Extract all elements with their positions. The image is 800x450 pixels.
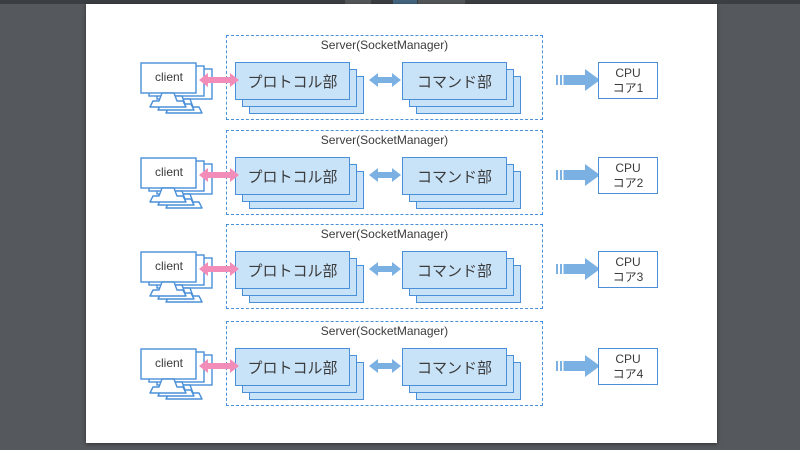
cpu-label-line2: コア3 <box>612 269 644 284</box>
chrome-segment <box>345 0 371 4</box>
command-box: コマンド部 <box>402 62 507 100</box>
cpu-label-line1: CPU <box>615 160 641 175</box>
protocol-stack: プロトコル部 <box>235 157 364 209</box>
cpu-core-box: CPU コア3 <box>598 251 658 288</box>
client-label: client <box>154 165 183 179</box>
server-title: Server(SocketManager) <box>320 133 449 147</box>
pipeline-row-1: Server(SocketManager) プロトコル部 コマンド部 clien… <box>0 35 800 131</box>
pink-double-arrow-icon <box>199 73 239 87</box>
cpu-core-box: CPU コア2 <box>598 157 658 194</box>
cutoff-app-chrome <box>0 0 800 4</box>
protocol-stack: プロトコル部 <box>235 348 364 400</box>
cpu-label-line1: CPU <box>615 65 641 80</box>
cpu-core-box: CPU コア4 <box>598 348 658 385</box>
cpu-label-line2: コア2 <box>612 175 644 190</box>
command-stack: コマンド部 <box>402 157 521 209</box>
command-box: コマンド部 <box>402 251 507 289</box>
protocol-box: プロトコル部 <box>235 62 350 100</box>
blue-double-arrow-icon <box>369 262 401 276</box>
protocol-stack: プロトコル部 <box>235 251 364 303</box>
pink-double-arrow-icon <box>199 359 239 373</box>
server-title: Server(SocketManager) <box>320 227 449 241</box>
cpu-label-line1: CPU <box>615 254 641 269</box>
pink-double-arrow-icon <box>199 168 239 182</box>
cpu-label-line2: コア4 <box>612 366 644 381</box>
striped-right-arrow-icon <box>556 258 600 280</box>
striped-right-arrow-icon <box>556 69 600 91</box>
client-label: client <box>154 259 183 273</box>
chrome-segment <box>418 0 465 4</box>
protocol-box: プロトコル部 <box>235 348 350 386</box>
cpu-label-line2: コア1 <box>612 80 644 95</box>
cpu-core-box: CPU コア1 <box>598 62 658 99</box>
chrome-segment-active <box>393 0 417 4</box>
command-stack: コマンド部 <box>402 251 521 303</box>
blue-double-arrow-icon <box>369 73 401 87</box>
client-label: client <box>154 356 183 370</box>
blue-double-arrow-icon <box>369 359 401 373</box>
command-box: コマンド部 <box>402 157 507 195</box>
command-stack: コマンド部 <box>402 348 521 400</box>
protocol-box: プロトコル部 <box>235 157 350 195</box>
striped-right-arrow-icon <box>556 355 600 377</box>
server-title: Server(SocketManager) <box>320 38 449 52</box>
pipeline-row-2: Server(SocketManager) プロトコル部 コマンド部 clien… <box>0 130 800 226</box>
blue-double-arrow-icon <box>369 168 401 182</box>
client-label: client <box>154 70 183 84</box>
pipeline-row-4: Server(SocketManager) プロトコル部 コマンド部 clien… <box>0 321 800 417</box>
protocol-stack: プロトコル部 <box>235 62 364 114</box>
striped-right-arrow-icon <box>556 164 600 186</box>
cpu-label-line1: CPU <box>615 351 641 366</box>
protocol-box: プロトコル部 <box>235 251 350 289</box>
pipeline-row-3: Server(SocketManager) プロトコル部 コマンド部 clien… <box>0 224 800 320</box>
server-title: Server(SocketManager) <box>320 324 449 338</box>
pink-double-arrow-icon <box>199 262 239 276</box>
command-box: コマンド部 <box>402 348 507 386</box>
command-stack: コマンド部 <box>402 62 521 114</box>
